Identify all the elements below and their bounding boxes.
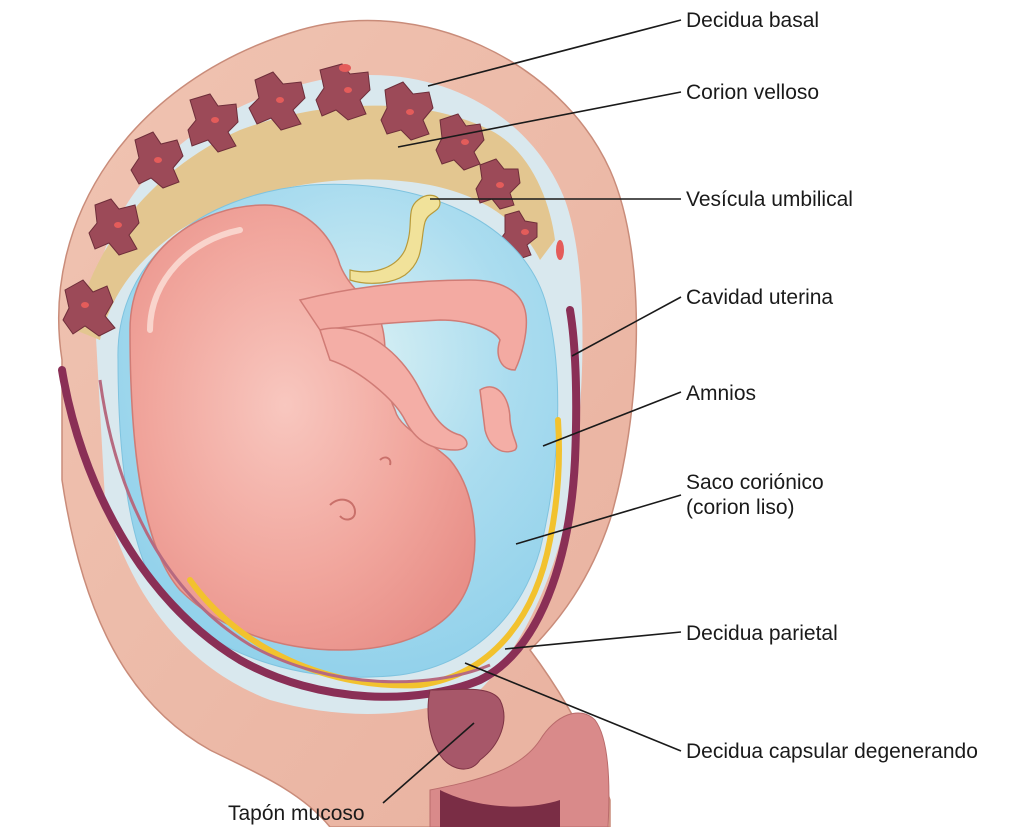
leader-corion-velloso [398, 92, 681, 147]
label-decidua-parietal: Decidua parietal [686, 621, 838, 646]
label-vesicula-umbilical: Vesícula umbilical [686, 187, 853, 212]
label-saco-corionico-line2: (corion liso) [686, 495, 824, 520]
label-amnios: Amnios [686, 381, 756, 406]
leader-amnios [543, 392, 681, 446]
leader-decidua-basal [428, 20, 681, 86]
leader-decidua-parietal [505, 632, 681, 649]
label-saco-corionico: Saco coriónico (corion liso) [686, 470, 824, 520]
label-saco-corionico-line1: Saco coriónico [686, 470, 824, 495]
label-decidua-basal: Decidua basal [686, 8, 819, 33]
label-cavidad-uterina: Cavidad uterina [686, 285, 833, 310]
leader-decidua-capsular [465, 663, 681, 751]
label-tapon-mucoso: Tapón mucoso [228, 801, 365, 826]
leader-cavidad-uterina [572, 297, 681, 356]
leader-tapon-mucoso [383, 723, 474, 803]
label-decidua-capsular: Decidua capsular degenerando [686, 739, 978, 764]
leader-saco-corionico [516, 495, 681, 544]
label-corion-velloso: Corion velloso [686, 80, 819, 105]
